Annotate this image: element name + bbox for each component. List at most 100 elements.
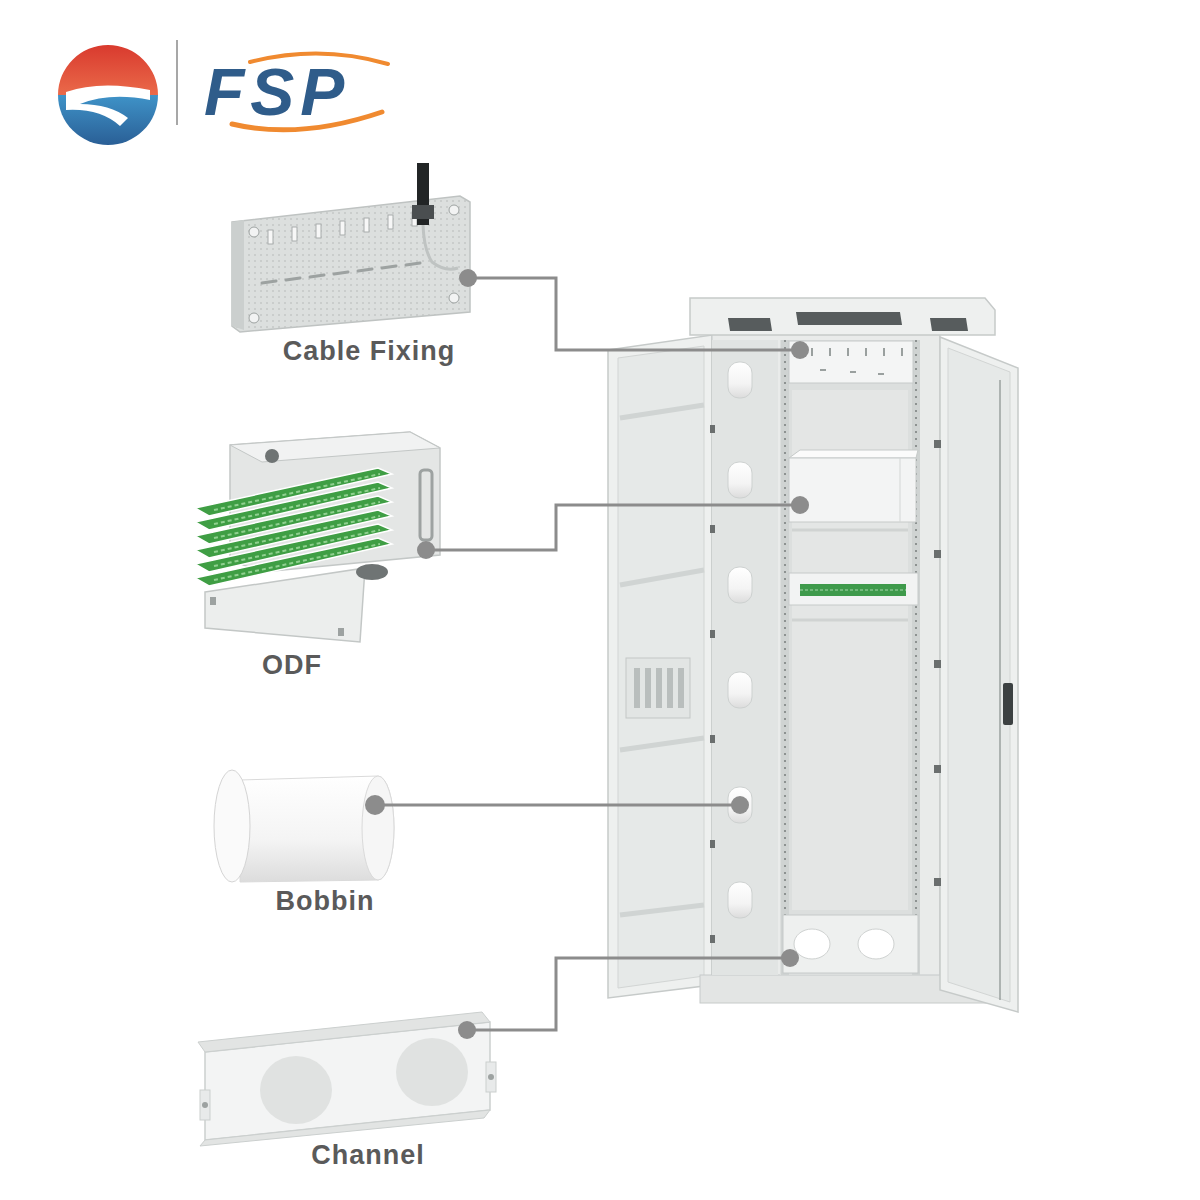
odf-part: [205, 568, 365, 642]
cabinet: [794, 929, 830, 959]
cabinet: [1003, 683, 1013, 725]
cabinet: [901, 348, 903, 356]
channel-part: [260, 1056, 332, 1124]
odf-part: [356, 564, 388, 580]
cabinet: [789, 450, 918, 458]
channel-part: [396, 1038, 468, 1106]
odf-part: [210, 597, 216, 605]
cabinet: [900, 458, 901, 522]
cabinet: [712, 340, 778, 975]
channel-part: [200, 1090, 210, 1120]
cabinet: [878, 373, 884, 375]
bobbin-part: [214, 770, 394, 882]
cabinet: [783, 915, 918, 973]
leader-dot: [791, 341, 809, 359]
cabinet: [620, 405, 704, 418]
cable-fixing-part: [249, 227, 259, 237]
cabinet: [620, 570, 704, 585]
odf-part: [214, 530, 380, 566]
cable-fixing-part: [423, 225, 458, 269]
cable-fixing-part: [388, 215, 393, 229]
cabinet: [678, 668, 684, 708]
cabinet: [784, 340, 786, 975]
cabinet: [811, 348, 813, 356]
channel-part: [488, 1074, 494, 1080]
leader-dot: [417, 541, 435, 559]
cabinet: [948, 348, 1010, 1002]
leader-line: [467, 958, 790, 1030]
bobbin-part: [240, 776, 394, 882]
cable-fixing-part: [364, 218, 369, 232]
cabinet: [940, 337, 1018, 1012]
leader-line: [426, 505, 800, 550]
cabinet: [800, 590, 906, 591]
cabinet: [865, 348, 867, 356]
cabinet: [883, 348, 885, 356]
odf-part: [195, 468, 392, 586]
channel-part: [198, 1012, 496, 1146]
cabinet: [912, 340, 920, 975]
cabinet: [934, 878, 941, 886]
cabinet: [847, 348, 849, 356]
leader-dot: [365, 269, 809, 1039]
cabinet: [618, 346, 704, 988]
channel-part: [486, 1062, 496, 1092]
cabinet: [858, 929, 894, 959]
cabinet: [710, 935, 715, 943]
cable-fixing-part: [340, 221, 345, 235]
cabinet: [728, 462, 752, 498]
cabinet: [934, 660, 941, 668]
cabinet: [626, 658, 690, 718]
cabinet: [728, 567, 752, 603]
cable-fixing-part: [232, 220, 244, 330]
cable-fixing-part: [412, 205, 434, 219]
leader-dot: [781, 949, 799, 967]
cable-fixing-part: [449, 293, 459, 303]
cabinet: [728, 672, 752, 708]
cabinet: [728, 318, 772, 331]
cabinet: [789, 341, 913, 383]
cabinet: [634, 668, 640, 708]
cabinet: [710, 425, 715, 433]
part-name: Bobbin: [276, 887, 375, 917]
cabinet: [829, 348, 831, 356]
odf-part: [214, 516, 380, 552]
cabinet: [820, 369, 826, 371]
cabinet: [728, 882, 752, 918]
part-name: Channel: [311, 1141, 425, 1171]
logo-mark: [66, 85, 150, 126]
cabinet: [780, 340, 920, 975]
cable-fixing-part: [262, 281, 276, 283]
cable-fixing-part: [286, 278, 300, 280]
odf-part: [195, 432, 440, 642]
cable-fixing-part: [292, 227, 297, 241]
cabinet: [915, 340, 917, 975]
channel-part: [202, 1102, 208, 1108]
cable-fixing-part: [268, 230, 273, 244]
cabinet: [710, 425, 715, 943]
cabinet: [634, 668, 684, 708]
cabinet: [934, 550, 941, 558]
cabinet: [620, 738, 704, 750]
cable-fixing-part: [316, 224, 321, 238]
odf-part: [214, 474, 380, 510]
cable-fixing-part: [232, 196, 470, 332]
logo-mark: [176, 40, 178, 125]
cabinet: [934, 765, 941, 773]
cabinet: [690, 298, 995, 335]
cable-fixing-part: [268, 212, 417, 244]
odf-part: [420, 470, 432, 540]
leader-dot: [731, 796, 749, 814]
cabinet: [812, 348, 902, 374]
cabinet: [934, 440, 941, 448]
cabinet: [930, 318, 968, 331]
leader-dot: [459, 269, 477, 287]
odf-part: [214, 502, 380, 538]
cabinet: [781, 340, 789, 975]
cable-fixing-part: [382, 266, 396, 268]
cabinet: [789, 573, 918, 605]
cabinet: [710, 630, 715, 638]
